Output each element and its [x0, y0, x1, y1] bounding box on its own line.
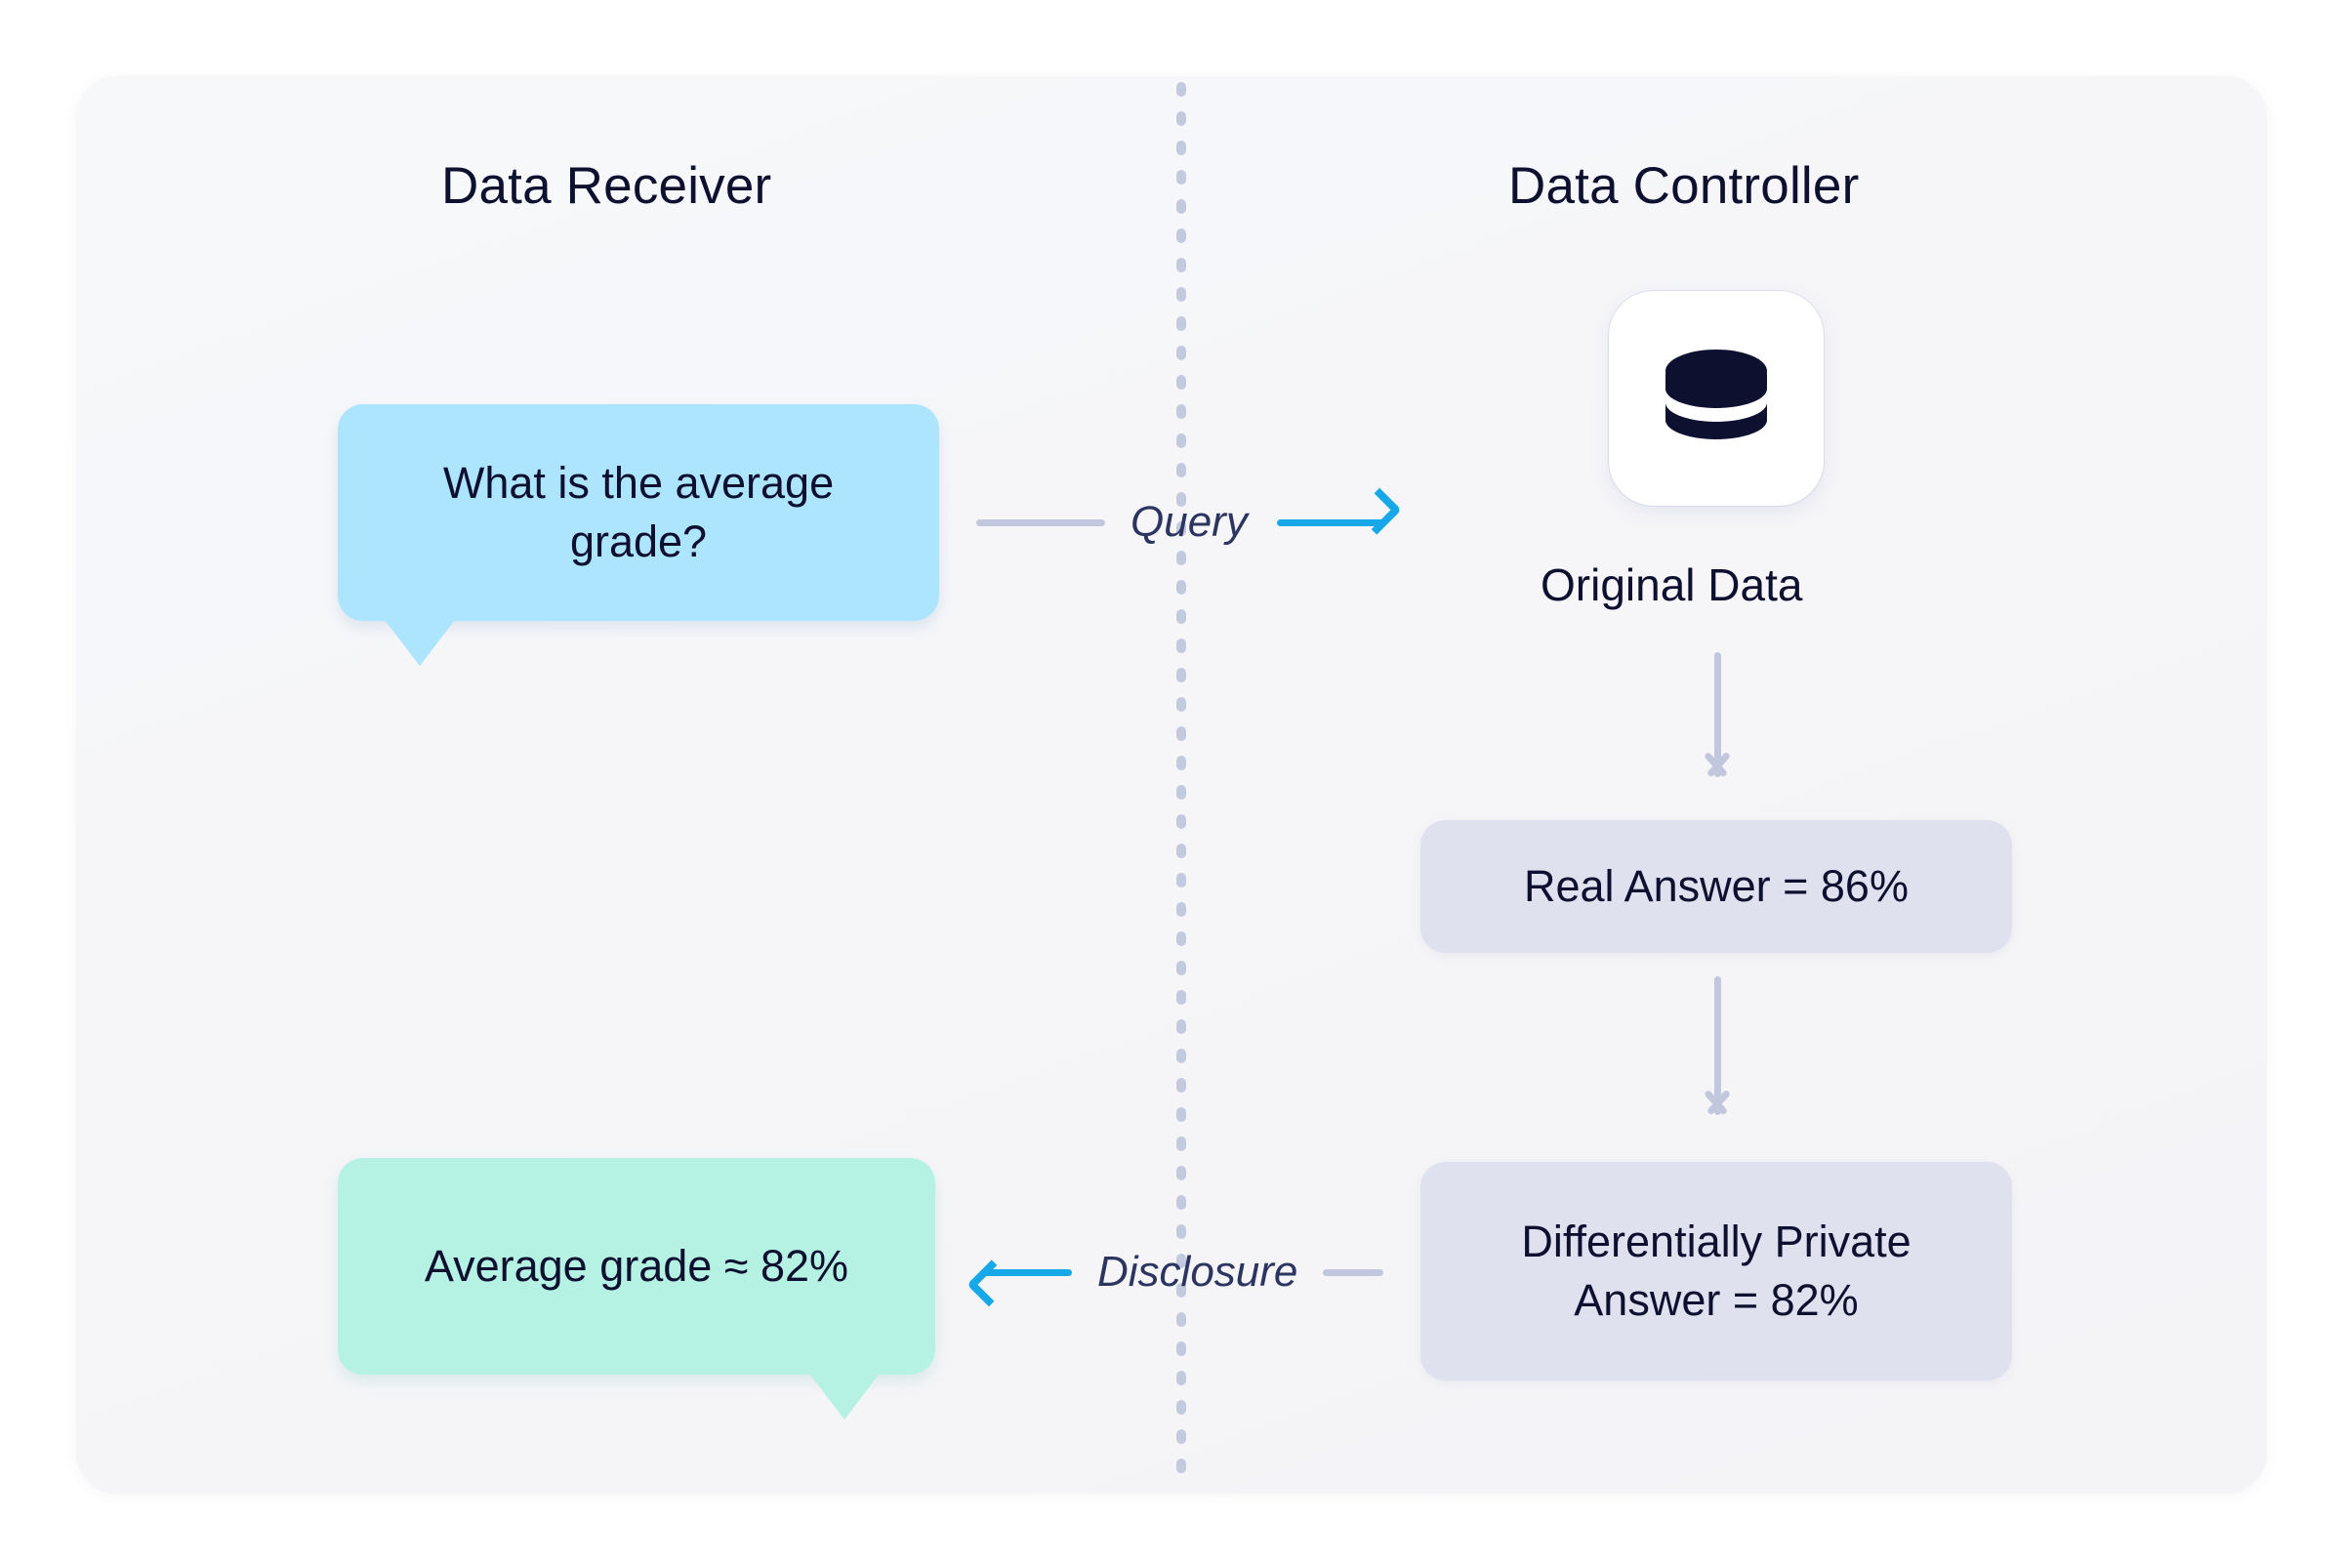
divider-dot — [1176, 1312, 1186, 1327]
divider-dot — [1176, 316, 1186, 331]
arrow-head — [1701, 1092, 1734, 1125]
divider-dot — [1176, 580, 1186, 595]
dp-answer-text: Differentially Private Answer = 82% — [1521, 1217, 1911, 1325]
query-speech-bubble: What is the average grade? — [338, 404, 939, 666]
answer-speech-bubble: Average grade ≈ 82% — [338, 1158, 935, 1420]
query-flow-label: Query — [1130, 498, 1248, 546]
query-arrow-right-icon — [1276, 518, 1386, 526]
divider-dot — [1176, 814, 1186, 829]
divider-dot — [1176, 785, 1186, 800]
vertical-dotted-divider — [1176, 82, 1186, 1488]
divider-dot — [1176, 1371, 1186, 1385]
divider-dot — [1176, 1019, 1186, 1034]
divider-dot — [1176, 170, 1186, 185]
divider-dot — [1176, 1107, 1186, 1122]
divider-dot — [1176, 844, 1186, 858]
divider-dot — [1176, 111, 1186, 126]
divider-dot — [1176, 1459, 1186, 1473]
column-title-data-receiver: Data Receiver — [441, 157, 772, 215]
divider-dot — [1176, 668, 1186, 682]
arrow-head — [1701, 754, 1734, 787]
divider-dot — [1176, 375, 1186, 390]
query-bubble-text: What is the average grade? — [442, 458, 835, 566]
original-data-label: Original Data — [1541, 559, 1803, 610]
divider-dot — [1176, 82, 1186, 97]
divider-dot — [1176, 756, 1186, 770]
differentially-private-answer-box: Differentially Private Answer = 82% — [1420, 1162, 2012, 1381]
answer-bubble-text: Average grade ≈ 82% — [424, 1241, 849, 1292]
arrow-down-db-to-real-answer — [1701, 652, 1734, 810]
divider-dot — [1176, 346, 1186, 360]
divider-dot — [1176, 1078, 1186, 1093]
divider-dot — [1176, 1254, 1186, 1268]
disclosure-arrow-left-icon — [982, 1268, 1072, 1276]
divider-dot — [1176, 1341, 1186, 1356]
divider-dot — [1176, 404, 1186, 419]
divider-dot — [1176, 551, 1186, 565]
real-answer-text: Real Answer = 86% — [1524, 861, 1909, 912]
divider-dot — [1176, 1400, 1186, 1415]
divider-dot — [1176, 873, 1186, 887]
divider-dot — [1176, 1429, 1186, 1444]
database-icon — [1660, 346, 1773, 451]
divider-dot — [1176, 1195, 1186, 1210]
real-answer-box: Real Answer = 86% — [1420, 820, 2012, 953]
disclosure-connector-line — [1323, 1268, 1384, 1276]
arrow-shaft — [1714, 976, 1721, 1115]
divider-dot — [1176, 1166, 1186, 1180]
divider-dot — [1176, 287, 1186, 302]
query-flow-row: Query — [976, 493, 1386, 552]
divider-dot — [1176, 990, 1186, 1005]
divider-dot — [1176, 141, 1186, 155]
divider-dot — [1176, 931, 1186, 946]
divider-dot — [1176, 463, 1186, 477]
divider-dot — [1176, 1049, 1186, 1063]
divider-dot — [1176, 433, 1186, 448]
query-connector-line — [976, 518, 1105, 526]
divider-dot — [1176, 521, 1186, 536]
disclosure-flow-row: Disclosure — [968, 1243, 1384, 1301]
divider-dot — [1176, 902, 1186, 917]
divider-dot — [1176, 961, 1186, 975]
arrow-down-real-to-dp-answer — [1701, 976, 1734, 1150]
divider-dot — [1176, 199, 1186, 214]
divider-dot — [1176, 1283, 1186, 1298]
divider-dot — [1176, 726, 1186, 741]
database-icon-tile — [1609, 291, 1824, 506]
divider-dot — [1176, 609, 1186, 624]
divider-dot — [1176, 258, 1186, 272]
divider-dot — [1176, 697, 1186, 712]
divider-dot — [1176, 492, 1186, 507]
arrow-shaft — [1714, 652, 1721, 777]
disclosure-flow-label: Disclosure — [1097, 1248, 1298, 1296]
column-title-data-controller: Data Controller — [1508, 157, 1860, 215]
divider-dot — [1176, 639, 1186, 653]
divider-dot — [1176, 1224, 1186, 1239]
divider-dot — [1176, 228, 1186, 243]
divider-dot — [1176, 1136, 1186, 1151]
